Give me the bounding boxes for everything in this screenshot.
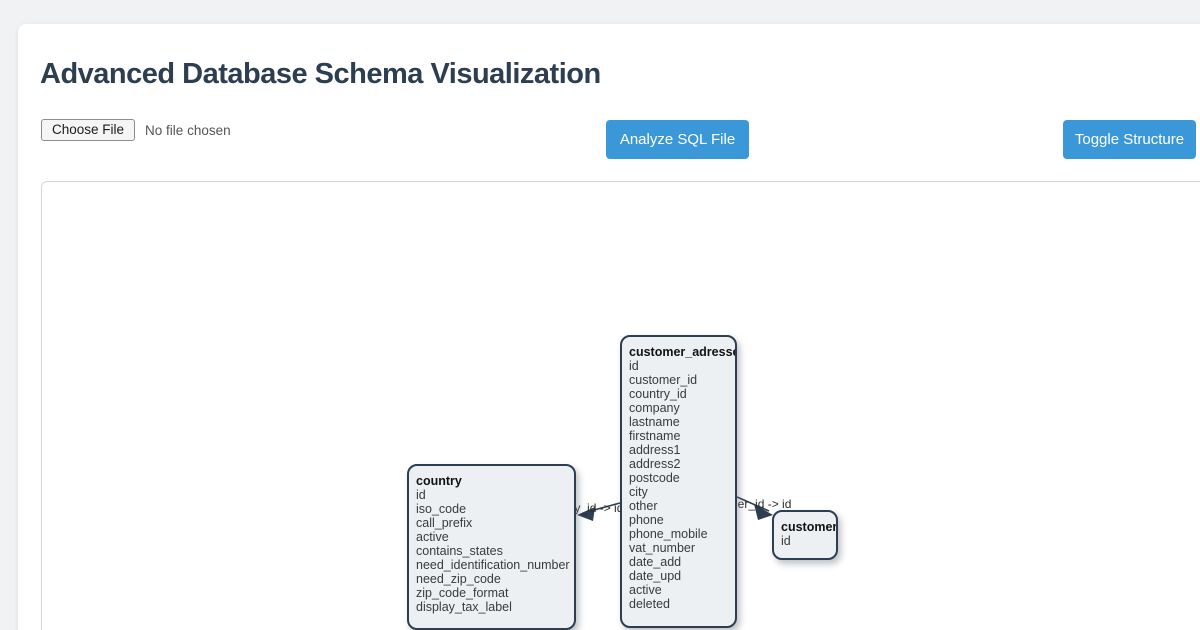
table-field: contains_states: [416, 544, 503, 558]
choose-file-button[interactable]: Choose File: [41, 119, 136, 141]
file-input: Choose File No file chosen: [41, 118, 231, 142]
table-field: need_zip_code: [416, 572, 501, 586]
main-card: Advanced Database Schema Visualization C…: [18, 24, 1200, 630]
table-field: call_prefix: [416, 516, 473, 530]
table-field: id: [416, 488, 426, 502]
table-field: active: [629, 583, 662, 597]
table-field: iso_code: [416, 502, 467, 516]
table-field: id: [629, 359, 639, 373]
table-name: customer: [781, 520, 838, 534]
arrowhead-icon: [577, 507, 595, 521]
table-field: country_id: [629, 387, 687, 401]
toggle-structure-button[interactable]: Toggle Structure: [1063, 120, 1196, 159]
table-field: other: [629, 499, 658, 513]
table-field: deleted: [629, 597, 671, 611]
analyze-sql-button[interactable]: Analyze SQL File: [606, 120, 749, 159]
table-field: address1: [629, 443, 681, 457]
relation-line: [736, 496, 770, 512]
arrowhead-icon: [754, 504, 773, 520]
table-field: date_upd: [629, 569, 682, 583]
table-field: lastname: [629, 415, 680, 429]
table-field: firstname: [629, 429, 681, 443]
table-field: company: [629, 401, 680, 415]
table-field: address2: [629, 457, 681, 471]
table-field: active: [416, 530, 449, 544]
table-field: zip_code_format: [416, 586, 509, 600]
table-name: customer_adresse: [629, 345, 737, 359]
table-field: phone_mobile: [629, 527, 708, 541]
page-title: Advanced Database Schema Visualization: [40, 58, 601, 90]
table-field: phone: [629, 513, 664, 527]
table-field: id: [781, 534, 791, 548]
table-field: vat_number: [629, 541, 696, 555]
table-field: need_identification_number: [416, 558, 570, 572]
file-status-text: No file chosen: [145, 122, 231, 138]
table-field: date_add: [629, 555, 682, 569]
table-field: city: [629, 485, 648, 499]
table-field: customer_id: [629, 373, 698, 387]
table-field: postcode: [629, 471, 680, 485]
table-field: display_tax_label: [416, 600, 512, 614]
table-name: country: [416, 474, 462, 488]
